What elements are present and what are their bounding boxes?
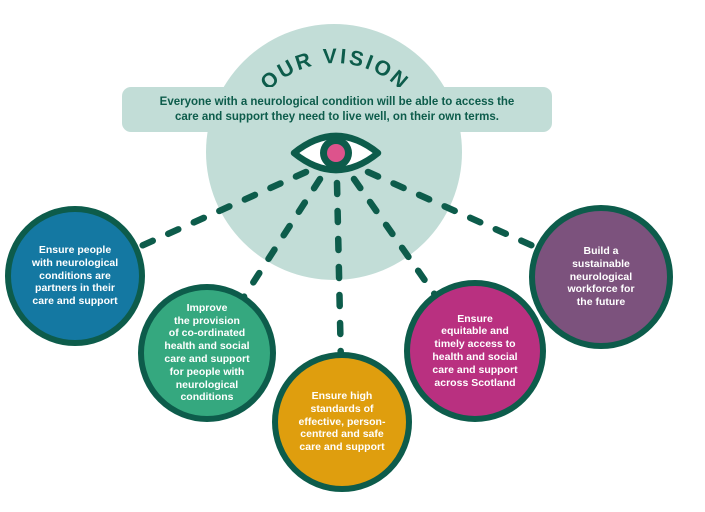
eye-icon — [290, 132, 382, 174]
goal-text: Ensure high standards of effective, pers… — [298, 390, 386, 454]
dashed-connector-safe-care — [333, 179, 345, 369]
goal-circle-safe-care: Ensure high standards of effective, pers… — [272, 352, 412, 492]
dashed-connector-workforce — [364, 168, 555, 258]
vision-statement-banner: Everyone with a neurological condition w… — [122, 87, 552, 132]
goal-circle-equitable-access: Ensure equitable and timely access to he… — [404, 280, 546, 422]
vision-statement-text: Everyone with a neurological condition w… — [159, 95, 515, 123]
goal-circle-partners: Ensure people with neurological conditio… — [5, 206, 145, 346]
goal-text: Build a sustainable neurological workfor… — [567, 245, 635, 309]
goal-circle-workforce: Build a sustainable neurological workfor… — [529, 205, 673, 349]
goal-circle-coordinated-care: Improve the provision of co-ordinated he… — [138, 284, 276, 422]
dashed-connector-partners — [126, 168, 310, 255]
dashed-connector-coordinated — [236, 175, 324, 307]
goal-text: Improve the provision of co-ordinated he… — [164, 301, 250, 404]
goal-text: Ensure equitable and timely access to he… — [432, 312, 518, 389]
goal-text: Ensure people with neurological conditio… — [31, 244, 119, 308]
dashed-connector-equitable — [350, 175, 444, 306]
